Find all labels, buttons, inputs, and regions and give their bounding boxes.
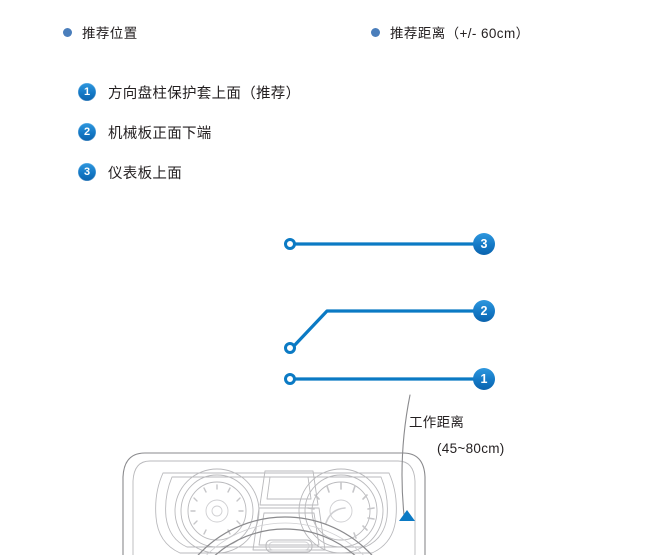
triangle-marker-icon [399,510,415,521]
tachometer-gauge [298,468,384,554]
dashboard-body [122,452,426,555]
legend-dot-icon [63,27,72,37]
leader-line-2 [290,309,480,350]
working-distance-title: 工作距离 [409,415,465,430]
legend-label-position: 推荐位置 [82,26,138,41]
legend-label-distance: 推荐距离（+/- 60cm） [390,26,530,41]
steering-wheel [197,516,373,555]
legend-item-recommended-distance: 推荐距离（+/- 60cm） [371,22,530,42]
callout-badge-2: 2 [473,300,495,322]
anchor-point-1 [284,373,296,385]
legend-row: 推荐位置 推荐距离（+/- 60cm） [0,22,648,44]
center-display-panel [252,470,326,553]
car-interior-diagram [0,205,648,555]
list-item: 3 仪表板上面 [78,152,478,192]
list-label-1: 方向盘柱保护套上面（推荐） [108,85,301,102]
list-badge-1: 1 [78,83,96,101]
list-badge-2: 2 [78,123,96,141]
legend-dot-icon [371,27,380,37]
legend-item-recommended-position: 推荐位置 [63,22,138,42]
list-label-3: 仪表板上面 [108,165,182,182]
list-item: 1 方向盘柱保护套上面（推荐） [78,72,478,112]
anchor-point-2 [284,342,296,354]
working-distance-note: 工作距离 (45~80cm) [409,411,569,456]
anchor-point-3 [284,238,296,250]
list-item: 2 机械板正面下端 [78,112,478,152]
list-label-2: 机械板正面下端 [108,125,212,142]
instrument-cluster [155,472,397,554]
working-distance-value: (45~80cm) [437,441,505,456]
speedometer-gauge [174,468,260,554]
interior-contour-line [401,394,411,516]
callout-anchor-points [284,238,296,385]
callout-badge-1: 1 [473,368,495,390]
list-badge-3: 3 [78,163,96,181]
callout-leader-lines [290,242,480,381]
callout-badge-3: 3 [473,233,495,255]
car-interior-illustration [122,238,480,555]
recommended-positions-list: 1 方向盘柱保护套上面（推荐） 2 机械板正面下端 3 仪表板上面 [78,72,478,192]
